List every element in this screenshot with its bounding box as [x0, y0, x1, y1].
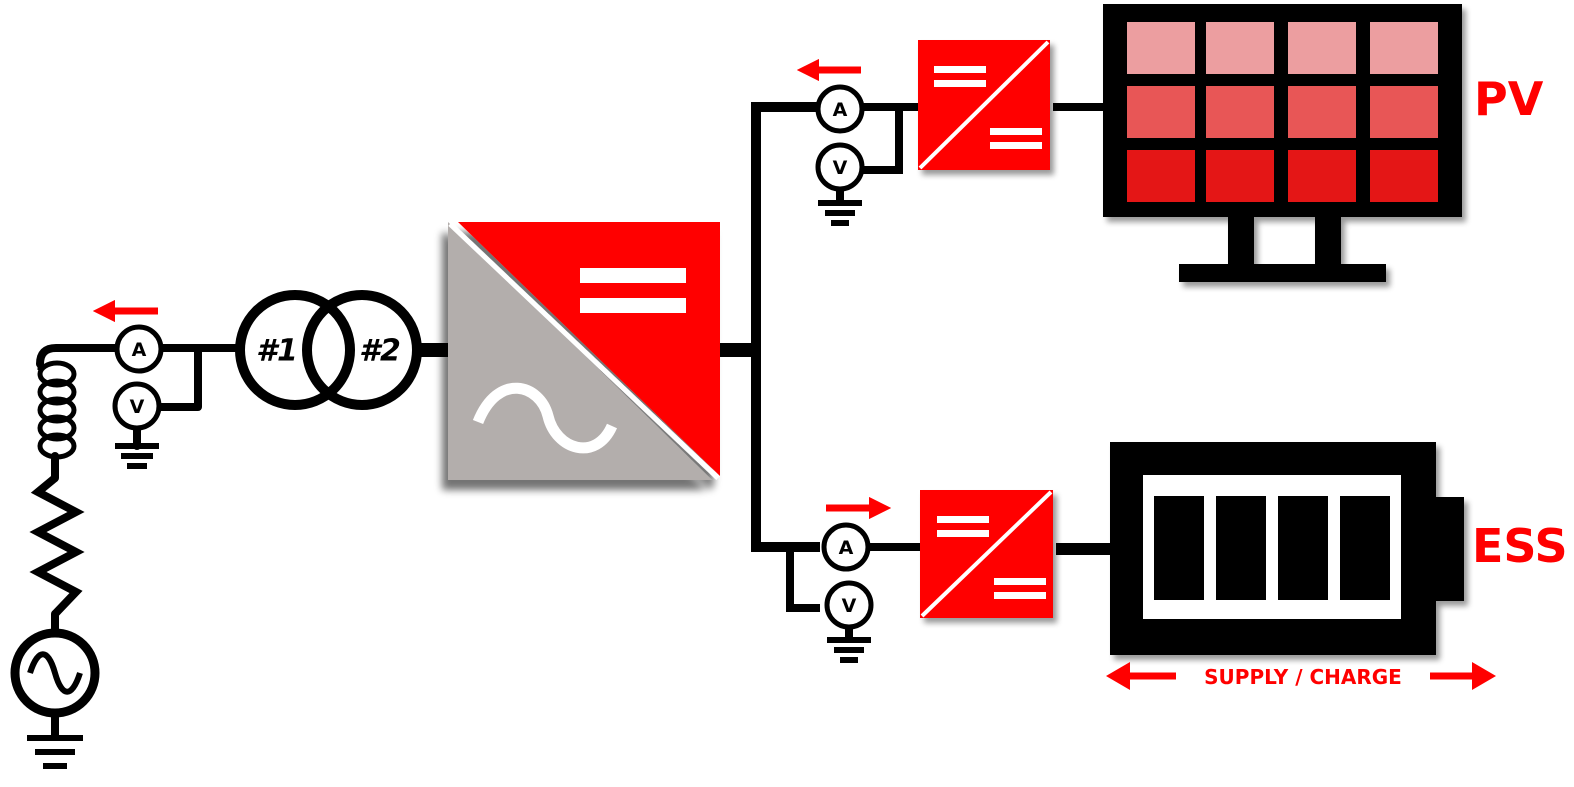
- resistor-icon: [29, 474, 85, 617]
- dc-dc-converter-icon: [918, 40, 1050, 170]
- ess-label: ESS: [1472, 519, 1568, 573]
- ac-dc-converter-icon: [448, 222, 720, 480]
- pv-cell: [1127, 22, 1195, 74]
- ground-icon: [827, 637, 871, 663]
- pv-cell: [1370, 22, 1438, 74]
- pv-cell: [1206, 22, 1274, 74]
- pv-cell: [1370, 86, 1438, 138]
- pv-cell: [1206, 86, 1274, 138]
- voltmeter-label: V: [833, 157, 848, 179]
- voltmeter-label: V: [130, 396, 145, 418]
- ground-icon: [115, 443, 159, 469]
- supply-charge-arrow: SUPPLY / CHARGE: [1106, 662, 1496, 690]
- ground-icon: [818, 200, 862, 226]
- ammeter-label: A: [833, 99, 848, 121]
- ess-ammeter: A: [821, 522, 871, 572]
- ground-icon: [27, 735, 83, 769]
- pv-voltmeter: V: [815, 142, 865, 192]
- pv-cell: [1127, 86, 1195, 138]
- pv-cell: [1288, 86, 1356, 138]
- pv-branch-wiring: [836, 103, 1106, 203]
- pv-cell: [1206, 150, 1274, 202]
- pv-label: PV: [1474, 72, 1544, 126]
- grid-ammeter: A: [114, 324, 164, 374]
- inductor-icon: [37, 360, 77, 460]
- dc-dc-converter-icon: [920, 490, 1053, 618]
- pv-cell: [1127, 150, 1195, 202]
- ess-voltmeter: V: [824, 580, 874, 630]
- battery-icon: [1110, 442, 1464, 655]
- ammeter-label: A: [839, 537, 854, 559]
- pv-cell: [1288, 22, 1356, 74]
- pv-ammeter: A: [815, 84, 865, 134]
- transformer: #1 #2: [235, 290, 422, 410]
- pv-cell: [1370, 150, 1438, 202]
- ess-branch-wiring: [786, 543, 1110, 638]
- dc-bus: [720, 102, 820, 552]
- solar-panel-icon: [1103, 4, 1462, 282]
- transformer-winding-2: #2: [359, 334, 401, 369]
- voltmeter-label: V: [842, 595, 857, 617]
- ammeter-label: A: [132, 339, 147, 361]
- transformer-winding-1: #1: [256, 334, 298, 369]
- ac-source-icon: [10, 628, 100, 718]
- supply-charge-label: SUPPLY / CHARGE: [1204, 665, 1402, 689]
- pv-cell: [1288, 150, 1356, 202]
- grid-voltmeter: V: [112, 381, 162, 431]
